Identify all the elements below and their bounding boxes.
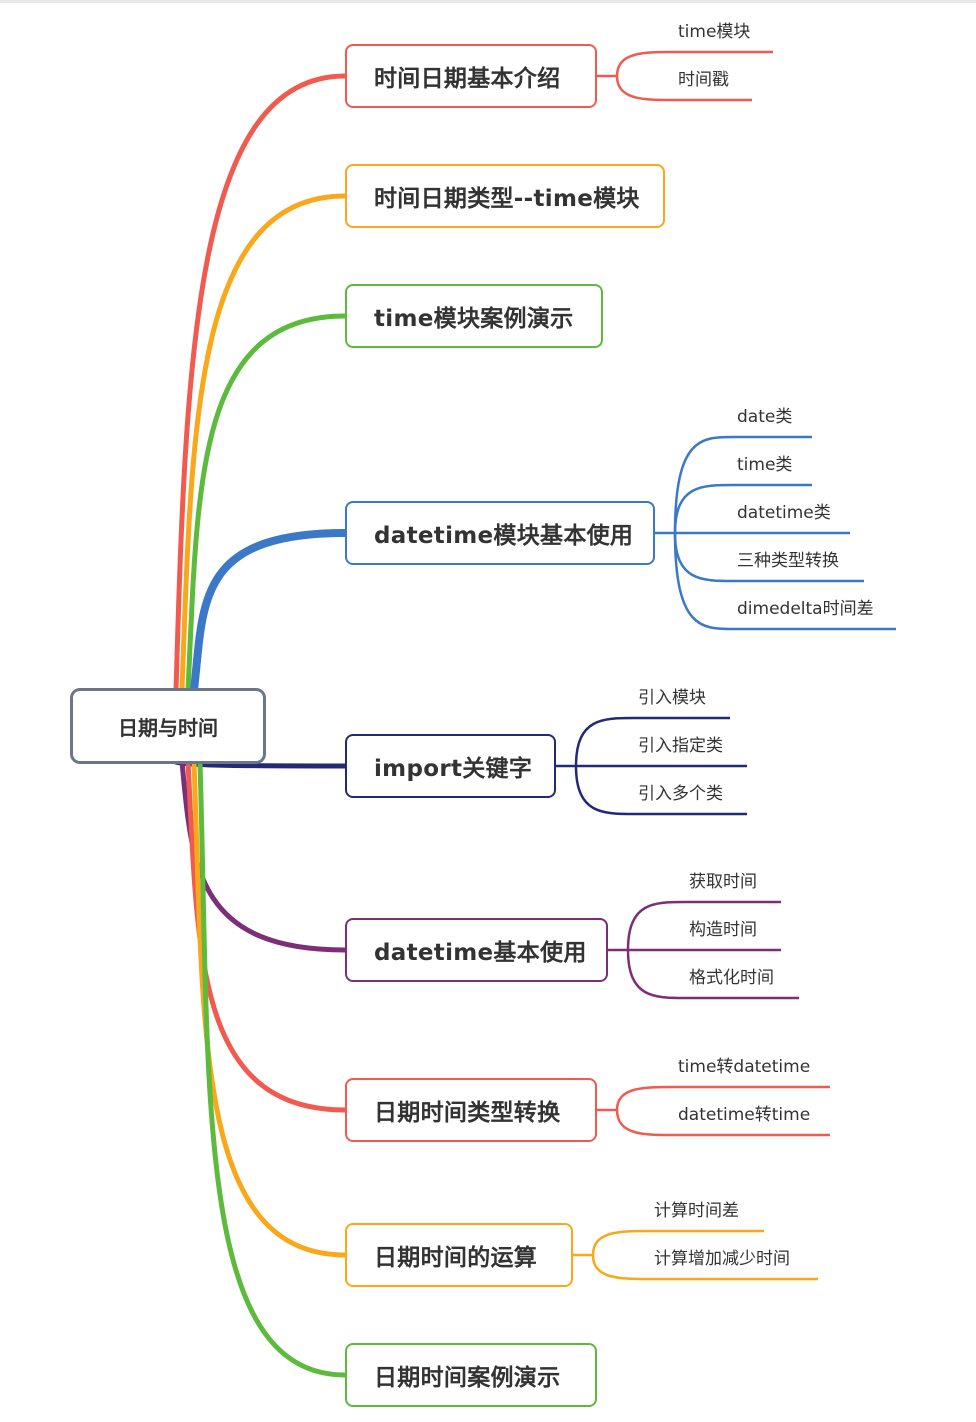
root-label: 日期与时间 [118, 715, 218, 740]
topic-4-child[interactable]: date类 [737, 407, 793, 427]
topic-6-child[interactable]: 构造时间 [689, 920, 757, 940]
topic-7-child-line [615, 1109, 830, 1137]
topic-9-label: 日期时间案例演示 [374, 1365, 561, 1391]
topic-2-label: 时间日期类型--time模块 [374, 186, 640, 212]
topic-1-child[interactable]: 时间戳 [678, 70, 729, 90]
topic-7-branch [185, 759, 348, 1113]
topic-4-child[interactable]: time类 [737, 455, 793, 475]
topic-6-label: datetime基本使用 [374, 940, 587, 966]
topic-2-branch [179, 193, 348, 693]
topic-1-node[interactable]: 时间日期基本介绍 [345, 44, 597, 108]
topic-9-node[interactable]: 日期时间案例演示 [345, 1343, 597, 1407]
topic-8-node[interactable]: 日期时间的运算 [345, 1223, 573, 1287]
topic-4-child-line [673, 435, 812, 534]
topic-7-child-line [615, 1085, 830, 1111]
topic-2-node[interactable]: 时间日期类型--time模块 [345, 164, 665, 228]
topic-8-child-line [591, 1229, 764, 1256]
topic-6-child-line [626, 949, 799, 1000]
topic-4-child[interactable]: datetime类 [737, 503, 831, 523]
topic-9-branch [197, 759, 348, 1378]
topic-5-child-line [574, 716, 730, 767]
topic-5-node[interactable]: import关键字 [345, 734, 556, 798]
topic-5-child[interactable]: 引入多个类 [638, 784, 723, 804]
root-node[interactable]: 日期与时间 [70, 688, 266, 764]
topic-6-branch [179, 759, 348, 953]
topic-4-child-line [673, 483, 812, 534]
topic-7-node[interactable]: 日期时间类型转换 [345, 1078, 597, 1142]
topic-8-label: 日期时间的运算 [374, 1245, 538, 1271]
topic-4-child[interactable]: 三种类型转换 [737, 551, 839, 571]
topic-1-child-line [615, 50, 773, 77]
topic-5-child-line [574, 765, 747, 816]
topic-8-child[interactable]: 计算时间差 [654, 1201, 739, 1221]
topic-5-child[interactable]: 引入指定类 [638, 736, 723, 756]
topic-6-node[interactable]: datetime基本使用 [345, 918, 608, 982]
topic-8-child[interactable]: 计算增加减少时间 [654, 1249, 790, 1269]
topic-6-child[interactable]: 格式化时间 [689, 968, 774, 988]
topic-1-branch [173, 73, 348, 693]
topic-1-child[interactable]: time模块 [678, 22, 751, 42]
topic-6-child-line [626, 900, 781, 951]
top-frame-line [0, 0, 976, 3]
topic-8-branch [191, 759, 348, 1258]
topic-6-child[interactable]: 获取时间 [689, 872, 757, 892]
topic-1-label: 时间日期基本介绍 [374, 66, 561, 92]
topic-4-node[interactable]: datetime模块基本使用 [345, 501, 655, 565]
topic-3-branch [185, 313, 348, 693]
topic-1-child-line [615, 75, 752, 102]
topic-3-node[interactable]: time模块案例演示 [345, 284, 603, 348]
topic-4-child-line [673, 532, 896, 631]
topic-7-label: 日期时间类型转换 [374, 1100, 561, 1126]
topic-4-label: datetime模块基本使用 [374, 523, 634, 549]
topic-5-child[interactable]: 引入模块 [638, 688, 706, 708]
topic-7-child[interactable]: time转datetime [678, 1057, 811, 1077]
topic-4-branch [190, 529, 349, 694]
topic-3-label: time模块案例演示 [374, 306, 574, 332]
topic-8-child-line [591, 1254, 818, 1281]
topic-4-child[interactable]: dimedelta时间差 [737, 599, 874, 619]
topic-5-label: import关键字 [374, 756, 533, 782]
topic-7-child[interactable]: datetime转time [678, 1105, 811, 1125]
